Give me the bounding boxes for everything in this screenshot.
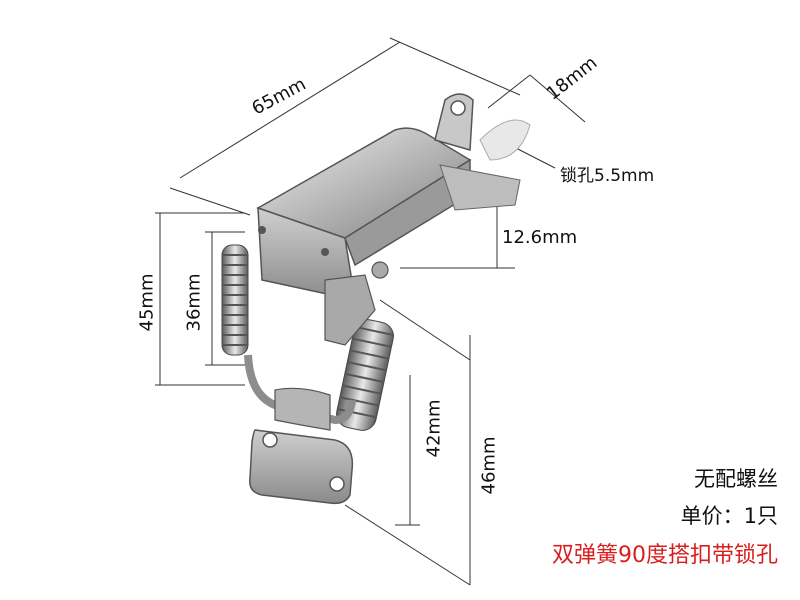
dim-12-6mm: 12.6mm [502, 227, 578, 248]
left-spring [221, 244, 249, 356]
dim-46mm: 46mm [478, 436, 500, 495]
lock-ear [434, 93, 531, 161]
dim-45mm: 45mm [136, 273, 158, 332]
dim-36mm: 36mm [183, 273, 205, 332]
dim-42mm: 42mm [423, 399, 445, 458]
product-description: 双弹簧90度搭扣带锁孔 [552, 543, 778, 568]
unit-price-label: 单价：1只 [680, 504, 778, 528]
no-screws-label: 无配螺丝 [694, 467, 778, 491]
lower-hook-plate [249, 387, 354, 505]
dim-lock-hole: 锁孔5.5mm [560, 166, 655, 186]
latch-body [256, 127, 521, 346]
